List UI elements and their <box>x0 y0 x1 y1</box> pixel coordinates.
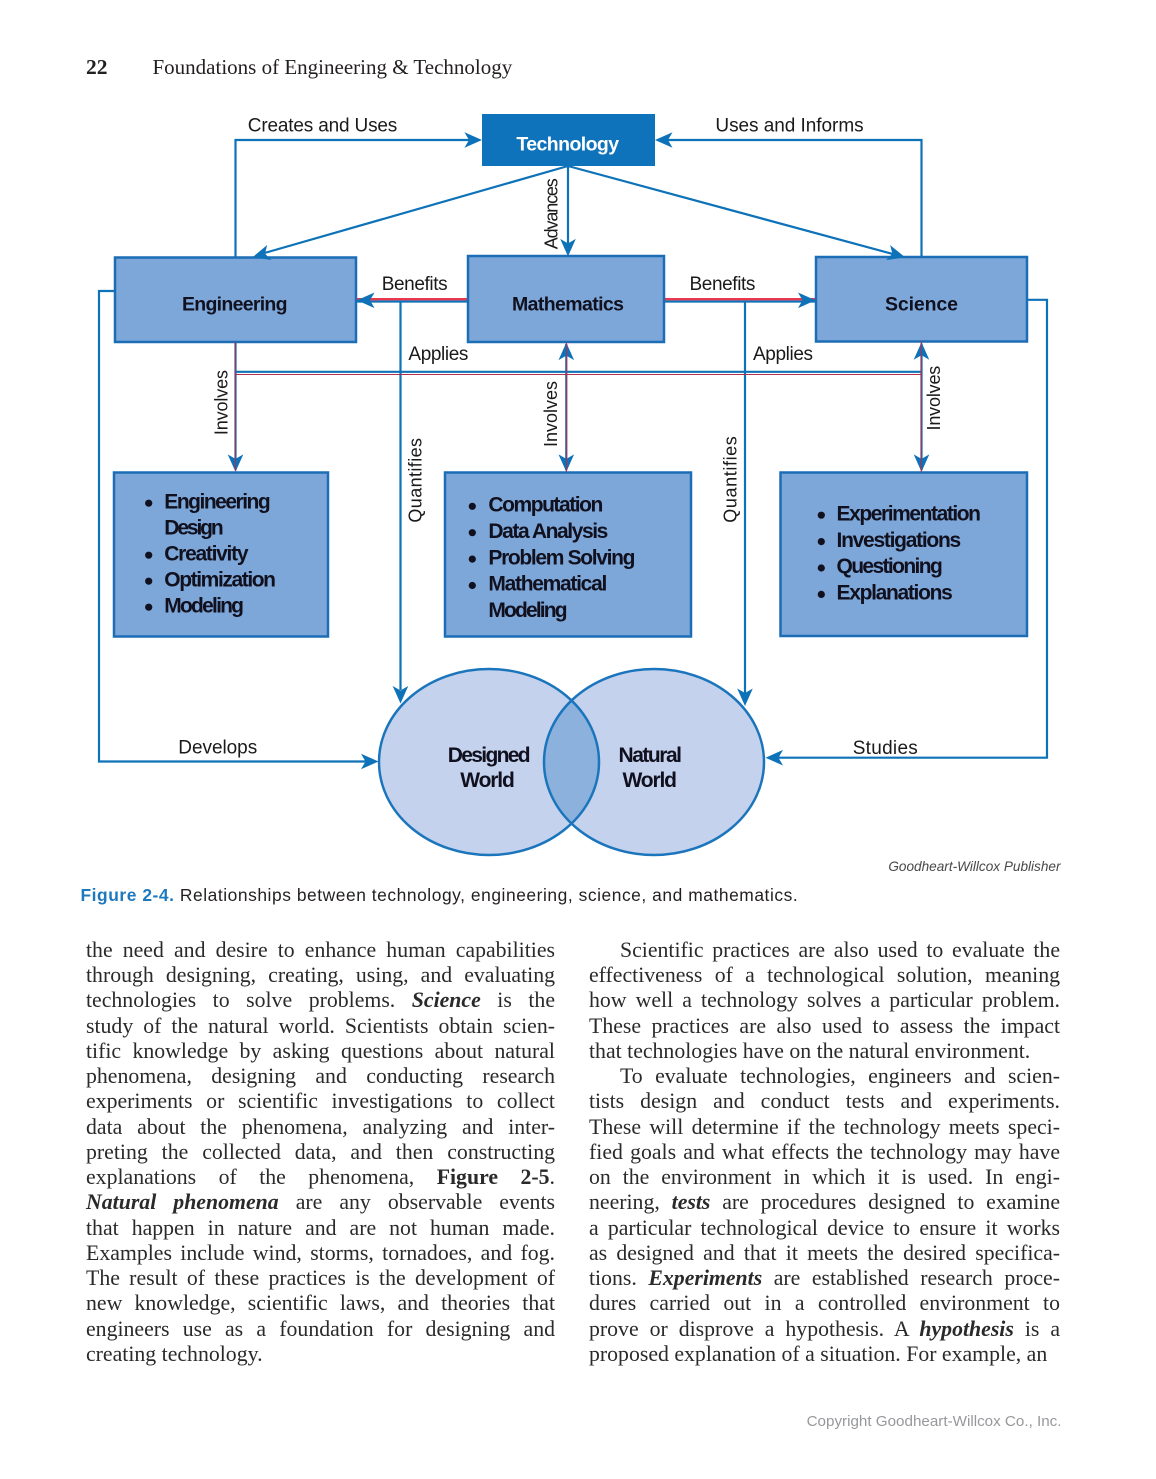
svg-text:Applies: Applies <box>408 344 468 365</box>
svg-text:Design: Design <box>164 516 223 539</box>
svg-text:Data Analysis: Data Analysis <box>488 520 608 543</box>
svg-text:Technology: Technology <box>516 133 619 155</box>
svg-text:Engineering: Engineering <box>164 490 270 513</box>
svg-text:Engineering: Engineering <box>182 293 288 315</box>
svg-text:Involves: Involves <box>212 370 232 435</box>
svg-text:Modeling: Modeling <box>488 599 567 622</box>
svg-text:Benefits: Benefits <box>382 274 448 295</box>
svg-text:Creativity: Creativity <box>164 542 249 565</box>
svg-text:Benefits: Benefits <box>690 274 756 295</box>
svg-text:Explanations: Explanations <box>837 582 953 605</box>
svg-text:Studies: Studies <box>853 738 918 759</box>
svg-text:Investigations: Investigations <box>837 529 962 552</box>
svg-text:Designed: Designed <box>448 744 531 767</box>
svg-text:Applies: Applies <box>753 344 813 365</box>
svg-text:Computation: Computation <box>488 494 603 517</box>
svg-text:Involves: Involves <box>924 366 944 431</box>
svg-text:Natural: Natural <box>619 744 683 767</box>
svg-text:Quantifies: Quantifies <box>720 436 740 523</box>
svg-text:Modeling: Modeling <box>164 594 244 617</box>
svg-text:World: World <box>460 769 515 792</box>
svg-text:Questioning: Questioning <box>837 555 943 578</box>
svg-text:Problem Solving: Problem Solving <box>488 546 635 569</box>
svg-text:Mathematics: Mathematics <box>512 293 624 315</box>
svg-text:Mathematical: Mathematical <box>488 573 607 596</box>
svg-text:Uses and Informs: Uses and Informs <box>715 115 863 136</box>
svg-text:Advances: Advances <box>542 178 562 249</box>
svg-text:Quantifies: Quantifies <box>406 438 426 523</box>
svg-text:Science: Science <box>885 293 958 315</box>
svg-text:Involves: Involves <box>541 381 561 447</box>
svg-text:Creates and Uses: Creates and Uses <box>248 115 397 136</box>
svg-text:Optimization: Optimization <box>164 568 276 591</box>
svg-text:Develops: Develops <box>178 738 257 759</box>
svg-text:World: World <box>623 769 678 792</box>
svg-text:Experimentation: Experimentation <box>837 502 982 525</box>
